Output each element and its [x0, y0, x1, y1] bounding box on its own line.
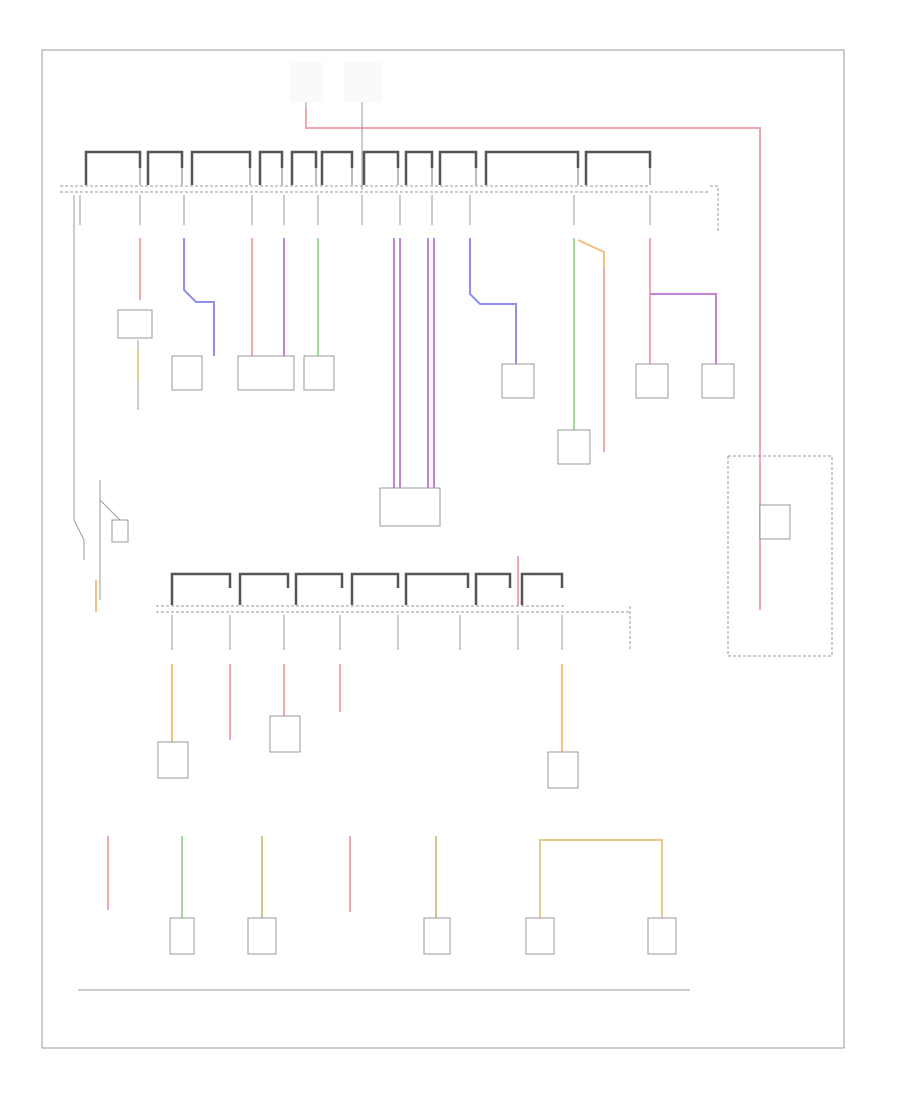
upper-branch-wires — [139, 238, 717, 488]
right-dashed-module — [727, 455, 833, 657]
upper-components — [117, 309, 735, 527]
ground-point-box — [647, 917, 677, 955]
ground-components — [169, 917, 677, 955]
component-box — [701, 363, 735, 399]
supply-source-labels — [290, 62, 382, 102]
component-box — [237, 355, 295, 391]
upper-fuse-taps — [79, 195, 651, 225]
component-box — [171, 355, 203, 391]
component-box — [547, 751, 579, 789]
component-box — [117, 309, 153, 339]
component-box — [379, 487, 441, 527]
lower-components — [157, 715, 579, 789]
component-box — [303, 355, 335, 391]
component-box — [157, 741, 189, 779]
ground-point-box — [525, 917, 555, 955]
lower-branch-wires — [171, 664, 563, 752]
ground-wires — [107, 836, 663, 918]
upper-fuse-panel — [60, 150, 719, 232]
component-box — [557, 429, 591, 465]
main-supply-feed — [305, 100, 761, 610]
left-switch-circuit — [73, 195, 139, 600]
ground-point-box — [423, 917, 451, 955]
fuse-block-row-top — [84, 150, 652, 185]
lower-fuse-taps — [171, 615, 563, 650]
lower-fuse-panel — [156, 556, 631, 650]
component-box — [501, 363, 535, 399]
diagram-frame — [41, 49, 845, 1049]
component-box — [635, 363, 669, 399]
ground-point-box — [169, 917, 195, 955]
component-box — [269, 715, 301, 753]
ground-point-box — [247, 917, 277, 955]
